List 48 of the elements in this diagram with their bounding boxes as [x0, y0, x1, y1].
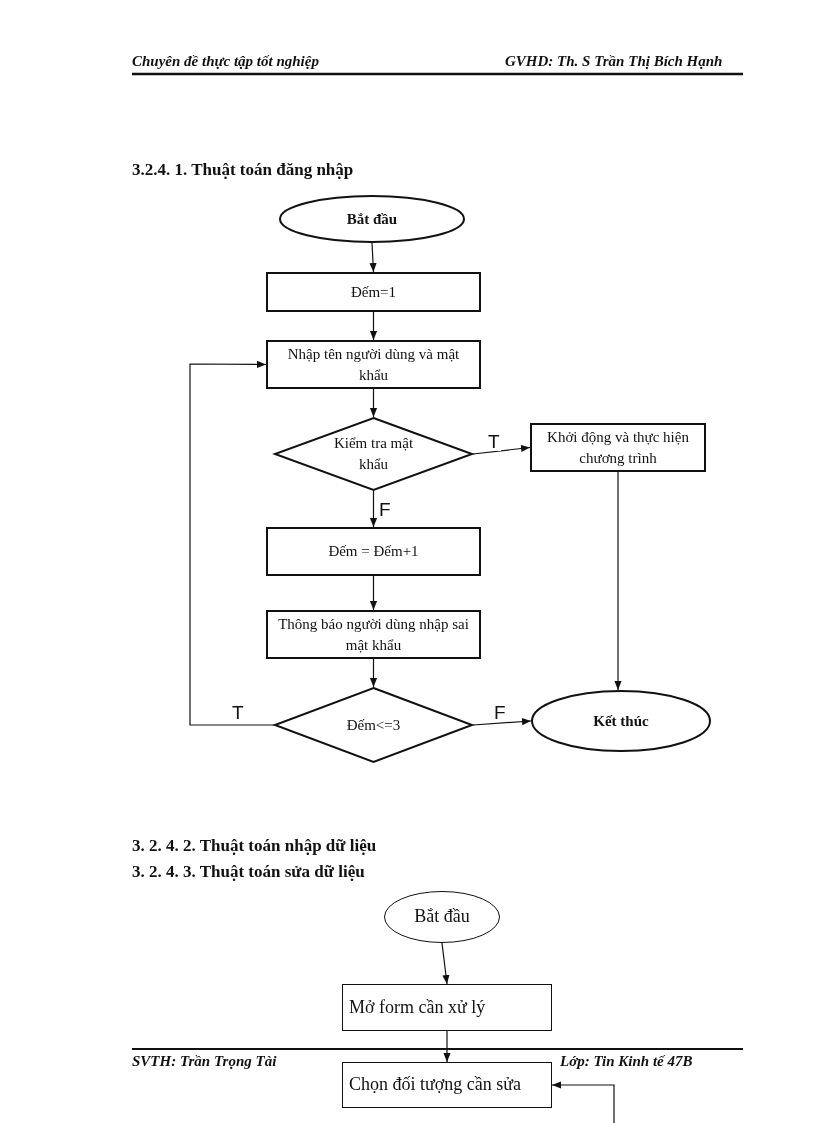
- node-text: Đếm = Đếm+1: [327, 542, 420, 561]
- process-box: [530, 423, 706, 472]
- edge-label: F: [378, 500, 392, 519]
- footer-text: SVTH: Trần Trọng Tài: [132, 1053, 277, 1070]
- process-box: [342, 984, 552, 1031]
- terminal-ellipse: [384, 891, 500, 943]
- node-text: Thông báo người dùng nhập sai mật khẩu: [277, 614, 470, 655]
- edge-label: F: [493, 703, 507, 722]
- arrow: [441, 942, 450, 985]
- terminal-ellipse: [279, 195, 465, 243]
- section-heading: 3.2.4. 1. Thuật toán đăng nhập: [132, 160, 354, 180]
- node-text: Kết thúc: [592, 711, 650, 731]
- process-box: [266, 527, 481, 576]
- arrow: [189, 360, 275, 726]
- header-text: Chuyên đề thực tập tốt nghiệp: [132, 53, 319, 70]
- arrow: [369, 658, 378, 688]
- section-heading: 3. 2. 4. 3. Thuật toán sửa dữ liệu: [132, 862, 365, 882]
- arrow: [369, 311, 378, 341]
- arrow: [443, 1030, 451, 1063]
- node-text: Đếm=1: [349, 282, 398, 302]
- node-text: Bắt đầu: [413, 905, 471, 929]
- arrow: [614, 471, 622, 691]
- process-box: [266, 610, 481, 659]
- process-box: [342, 1062, 552, 1108]
- decision-diamond: [274, 687, 473, 763]
- node-text: Chọn đối tượng cần sửa: [348, 1073, 522, 1097]
- terminal-ellipse: [531, 690, 711, 752]
- arrow: [369, 490, 378, 528]
- section-heading: 3. 2. 4. 2. Thuật toán nhập dữ liệu: [132, 836, 377, 856]
- arrow: [369, 242, 377, 273]
- footer-text: Lớp: Tin Kinh tế 47B: [560, 1053, 693, 1070]
- node-text: Bắt đầu: [345, 209, 399, 229]
- node-text: Kiểm tra mật khẩu: [332, 434, 415, 474]
- arrow: [369, 575, 378, 611]
- edge-label: T: [231, 703, 245, 722]
- header-text: GVHD: Th. S Trần Thị Bích Hạnh: [505, 53, 723, 70]
- node-text: Đếm<=3: [345, 715, 402, 735]
- node-text: Nhập tên người dùng và mật khẩu: [286, 344, 461, 385]
- arrow: [551, 1081, 615, 1123]
- decision-diamond: [274, 417, 473, 491]
- node-text: Khởi động và thực hiện chương trình: [546, 427, 690, 468]
- process-box: [266, 340, 481, 389]
- arrow: [472, 444, 531, 455]
- edge-label: T: [487, 432, 501, 451]
- arrow: [472, 718, 532, 726]
- arrow: [369, 388, 378, 418]
- node-text: Mở form cần xử lý: [348, 995, 487, 1019]
- process-box: [266, 272, 481, 312]
